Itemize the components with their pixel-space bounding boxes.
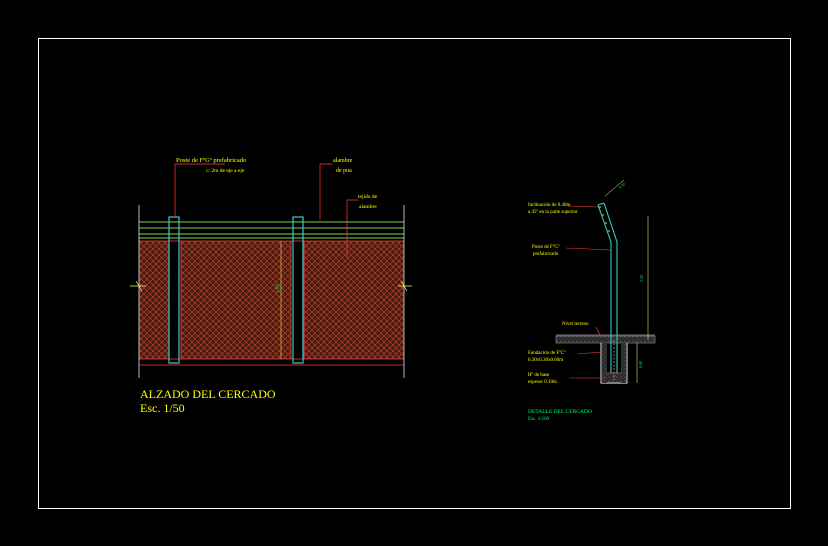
elevation-dim-height: 1.50 — [276, 284, 281, 293]
detail-label-post-line2: prefabricado — [533, 252, 559, 257]
fence-elevation: 1.50 Poste de FºGº prefabricado c/ 2m de… — [130, 157, 412, 415]
drawing-frame — [38, 38, 791, 509]
detail-dim-top: 0.40 — [617, 181, 626, 189]
detail-label-footing-line2: 0.30x0.30x0.60m — [528, 358, 563, 363]
detail-label-base-line2: espesor 0.10m — [528, 380, 557, 385]
elevation-label-wire-line1: alambre — [333, 158, 353, 164]
elevation-label-mesh-line1: tejido de — [358, 194, 378, 200]
footing — [600, 343, 628, 384]
elevation-label-wire-line2: de pua — [336, 168, 352, 174]
detail-label-base-line1: Hº de base — [528, 372, 550, 378]
mesh-panel-middle — [181, 241, 291, 359]
elevation-scale: Esc. 1/50 — [140, 401, 185, 415]
detail-label-post-line1: Poste de FºGº — [532, 244, 560, 250]
detail-scale: Esc. 1/100 — [528, 417, 550, 422]
detail-label-ground: Nivel terreno — [562, 322, 589, 327]
post-2 — [292, 216, 304, 364]
detail-post — [597, 202, 618, 373]
barbed-wires — [139, 221, 404, 239]
detail-dim-footing: 0.60 — [638, 361, 643, 368]
detail-label-incline-line1: Inclinación de 0.40m — [528, 203, 570, 208]
detail-label-footing-line1: Fundación de FºCº — [528, 350, 566, 356]
detail-label-incline-line2: a 45º en la parte superior — [528, 209, 578, 215]
elevation-title: ALZADO DEL CERCADO — [140, 387, 276, 401]
elevation-label-post-line2: c/ 2m de eje a eje — [206, 168, 245, 174]
detail-title: DETALLE DEL CERCADO — [528, 409, 592, 415]
post-1 — [168, 216, 180, 364]
elevation-label-post-line1: Poste de FºGº prefabricado — [176, 157, 246, 164]
fence-detail: 0.40 1.50 0.60 Inclinación de 0.40m a 45… — [528, 179, 656, 422]
mesh-panel-left — [139, 241, 169, 359]
detail-dim-height: 1.50 — [639, 275, 644, 282]
mesh-panel-right — [304, 241, 404, 359]
elevation-label-mesh-line2: alambre — [359, 204, 377, 210]
